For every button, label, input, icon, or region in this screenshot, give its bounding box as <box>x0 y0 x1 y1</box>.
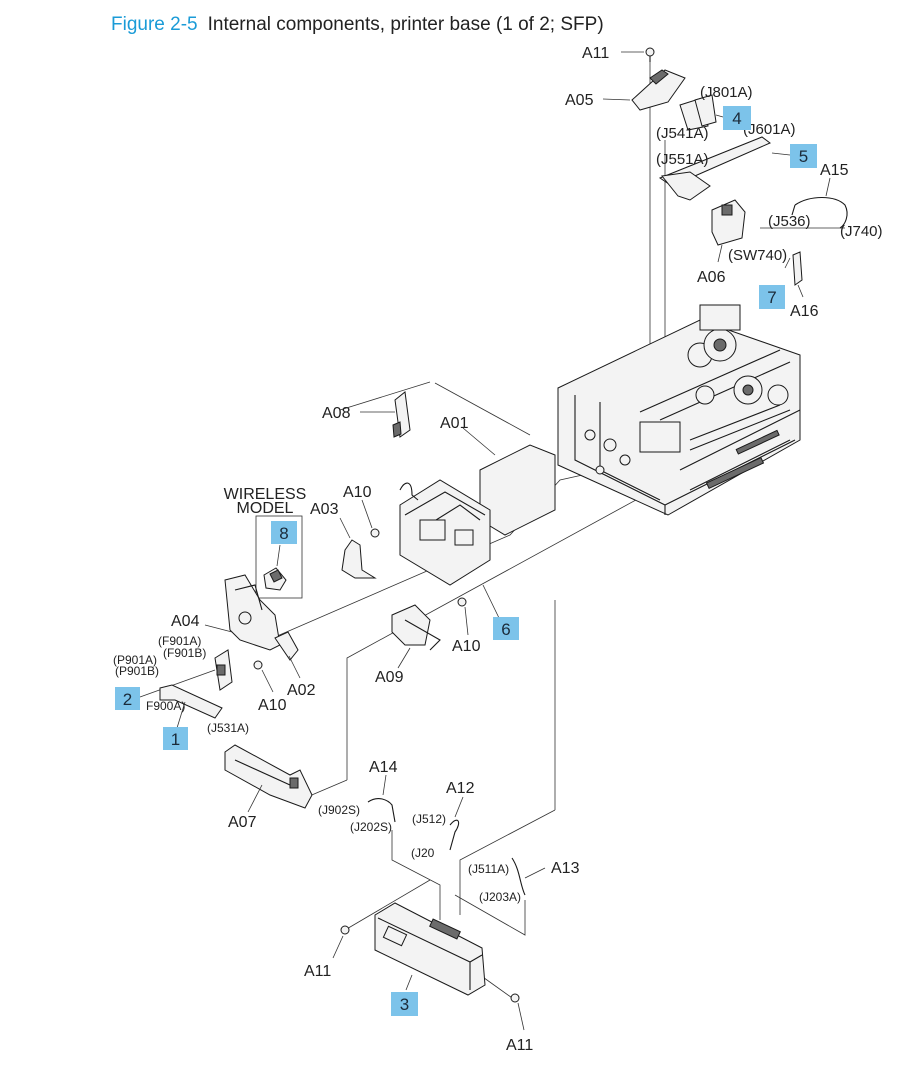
label-p901b: (P901B) <box>115 664 159 678</box>
callout-3-text: 3 <box>400 995 409 1014</box>
formatter-board-3 <box>374 902 486 996</box>
a11-bottom-screw <box>510 993 525 1031</box>
label-j551a: (J551A) <box>656 151 709 168</box>
label-a06: A06 <box>697 269 726 286</box>
label-a10-mid: A10 <box>452 638 481 655</box>
label-j20: (J20 <box>411 846 435 860</box>
label-a11-left: A11 <box>304 963 331 980</box>
cable-4 <box>679 94 724 131</box>
callout-2: 2 <box>115 687 140 710</box>
label-f900a: F900A) <box>146 699 185 713</box>
label-a05: A05 <box>565 92 594 109</box>
callout-3: 3 <box>391 992 418 1016</box>
figure-caption: Figure 2-5 Internal components, printer b… <box>111 14 604 36</box>
callout-6: 6 <box>493 617 519 640</box>
a07-frame <box>224 744 313 813</box>
a10-left-screw <box>253 660 274 693</box>
label-j512: (J512) <box>412 812 446 826</box>
a12-cable <box>449 796 464 851</box>
label-j203a: (J203A) <box>479 890 521 904</box>
callout-4: 4 <box>723 106 751 130</box>
label-a02: A02 <box>287 682 316 699</box>
a13-cable <box>511 857 546 896</box>
figure-title: Internal components, printer base (1 of … <box>207 14 604 35</box>
label-a15: A15 <box>820 162 849 179</box>
label-a13: A13 <box>551 860 580 877</box>
label-a03: A03 <box>310 501 339 518</box>
a04-frame <box>204 574 281 651</box>
label-p901a: (P901A) <box>113 653 157 667</box>
label-a10-top: A10 <box>343 484 372 501</box>
callout-5-text: 5 <box>799 147 808 166</box>
label-j801a: (J801A) <box>700 84 753 101</box>
part-labels: A11 A05 A15 A06 A16 A08 A01 A10 A03 A04 … <box>171 45 849 1054</box>
callout-1: 1 <box>163 727 188 750</box>
label-a04: A04 <box>171 613 200 630</box>
a11-left-screw <box>332 925 350 959</box>
label-a11-top: A11 <box>582 45 609 62</box>
label-a07: A07 <box>228 814 257 831</box>
cable-5 <box>658 136 791 201</box>
label-j202s: (J202S) <box>350 820 392 834</box>
wireless-model-group <box>255 515 303 599</box>
a14-cable <box>367 774 396 823</box>
a08-bracket <box>360 391 411 438</box>
label-j536: (J536) <box>768 213 811 230</box>
label-a01: A01 <box>440 415 469 432</box>
a05-bracket <box>602 69 686 111</box>
label-a09: A09 <box>375 669 404 686</box>
flat-cable-1 <box>159 684 223 729</box>
a10-top-screw <box>361 499 380 538</box>
callout-7: 7 <box>759 285 785 309</box>
callout-2-text: 2 <box>123 690 132 709</box>
wireless-label-line2: MODEL <box>237 500 294 517</box>
label-a12: A12 <box>446 780 475 797</box>
a02-left-bracket <box>274 631 301 679</box>
a03-lever <box>339 517 377 579</box>
callout-1-text: 1 <box>171 730 180 749</box>
a10-mid-screw <box>457 597 469 636</box>
a16-switch <box>784 251 804 298</box>
callout-5: 5 <box>790 144 817 168</box>
printer-chassis <box>557 304 801 516</box>
callout-6-text: 6 <box>501 620 510 639</box>
label-j531a: (J531A) <box>207 721 249 735</box>
figure-number: Figure 2-5 <box>111 14 198 35</box>
label-j902s: (J902S) <box>318 803 360 817</box>
label-a08: A08 <box>322 405 351 422</box>
label-a16: A16 <box>790 303 819 320</box>
label-j601a: (J601A) <box>743 121 796 138</box>
connector-labels: (J801A) (J541A) (J601A) (J551A) (J536) (… <box>113 84 883 904</box>
label-a14: A14 <box>369 759 398 776</box>
a06-assembly <box>711 199 746 263</box>
callout-8: 8 <box>271 521 297 544</box>
wireless-model-label: WIRELESS MODEL <box>224 486 307 517</box>
label-a11-bottom: A11 <box>506 1037 533 1054</box>
a02-frame <box>399 479 491 586</box>
a11-top-screw <box>621 47 655 62</box>
callout-7-text: 7 <box>767 288 776 307</box>
numbered-callouts: 1 2 3 4 5 6 7 <box>115 106 817 1016</box>
label-sw740: (SW740) <box>728 247 787 264</box>
connector-2 <box>139 649 233 698</box>
label-f901a: (F901A) <box>158 634 201 648</box>
label-j740: (J740) <box>840 223 883 240</box>
a09-bracket <box>391 604 441 669</box>
label-f901b: (F901B) <box>163 646 206 660</box>
callout-8-text: 8 <box>279 524 288 543</box>
a15-cable <box>791 177 848 229</box>
callout-6-lead <box>482 584 501 621</box>
label-a10-left: A10 <box>258 697 287 714</box>
label-j541a: (J541A) <box>656 125 709 142</box>
wireless-label-line1: WIRELESS <box>224 486 307 503</box>
callout-4-text: 4 <box>732 109 741 128</box>
label-j511a: (J511A) <box>468 862 509 876</box>
